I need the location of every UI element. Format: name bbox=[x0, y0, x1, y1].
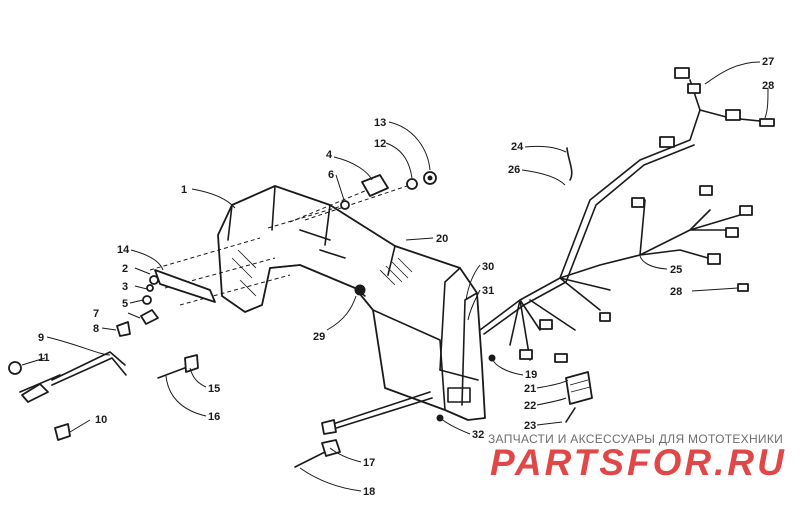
callout-20: 20 bbox=[436, 233, 448, 245]
callout-12: 12 bbox=[374, 138, 386, 150]
lower-cable bbox=[321, 391, 433, 435]
callout-6: 6 bbox=[328, 169, 334, 181]
callout-26: 26 bbox=[508, 164, 520, 176]
callout-27: 27 bbox=[762, 56, 774, 68]
callout-5: 5 bbox=[122, 298, 128, 310]
cable-and-switch bbox=[8, 351, 127, 441]
hardware-parts bbox=[116, 171, 437, 337]
callout-3: 3 bbox=[122, 281, 128, 293]
callout-16: 16 bbox=[208, 411, 220, 423]
callout-32: 32 bbox=[472, 429, 484, 441]
callout-11: 11 bbox=[38, 352, 50, 364]
callout-31: 31 bbox=[482, 285, 494, 297]
callout-4: 4 bbox=[326, 149, 333, 161]
callout-9: 9 bbox=[38, 332, 44, 344]
watermark-brand: PARTSFOR.RU bbox=[490, 442, 787, 483]
callout-17: 17 bbox=[363, 457, 375, 469]
callout-24: 24 bbox=[511, 141, 524, 153]
callout-14: 14 bbox=[117, 244, 130, 256]
callout-28-lower: 28 bbox=[670, 286, 682, 298]
callout-21: 21 bbox=[524, 383, 536, 395]
callout-30: 30 bbox=[482, 261, 494, 273]
callout-18: 18 bbox=[363, 486, 375, 498]
lower-hardware bbox=[157, 354, 341, 468]
alignment-lines bbox=[149, 184, 411, 306]
watermark-subtitle: ЗАПЧАСТИ И АКСЕССУАРЫ ДЛЯ МОТОТЕХНИКИ bbox=[488, 432, 783, 446]
wiring-harness bbox=[479, 67, 775, 423]
main-bracket bbox=[217, 185, 486, 422]
callout-28-top: 28 bbox=[762, 80, 774, 92]
watermark: ЗАПЧАСТИ И АКСЕССУАРЫ ДЛЯ МОТОТЕХНИКИ PA… bbox=[488, 432, 787, 483]
callout-25: 25 bbox=[670, 264, 682, 276]
callout-7: 7 bbox=[93, 308, 99, 320]
callout-1: 1 bbox=[181, 184, 187, 196]
callout-29: 29 bbox=[313, 331, 325, 343]
callout-2: 2 bbox=[122, 263, 128, 275]
callout-22: 22 bbox=[524, 400, 536, 412]
callout-labels: 1 2 3 4 5 6 7 8 9 10 11 12 13 14 15 16 1… bbox=[38, 56, 774, 498]
callout-13: 13 bbox=[374, 117, 386, 129]
leader-lines bbox=[21, 61, 769, 492]
callout-8: 8 bbox=[93, 323, 99, 335]
callout-23: 23 bbox=[524, 420, 536, 432]
callout-10: 10 bbox=[95, 414, 107, 426]
callout-15: 15 bbox=[208, 383, 220, 395]
callout-19: 19 bbox=[525, 369, 537, 381]
